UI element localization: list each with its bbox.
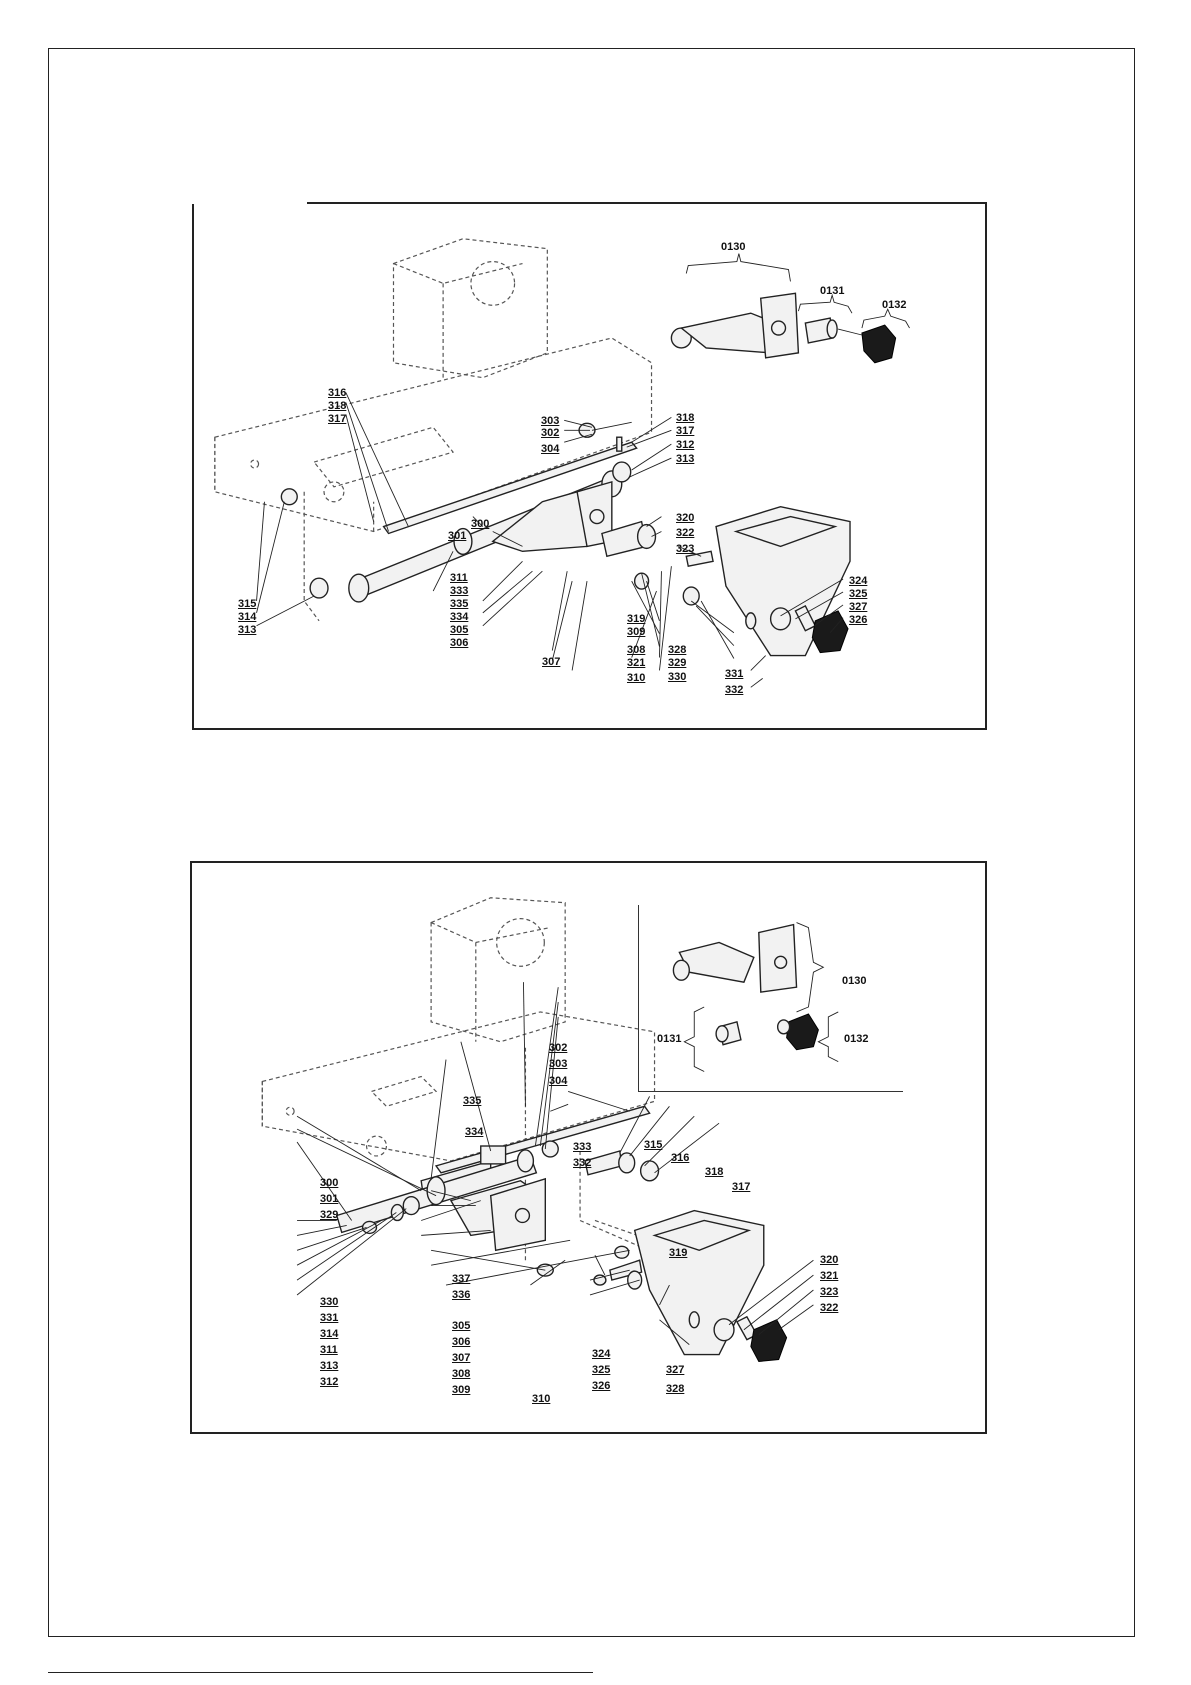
guide-bar-shape bbox=[382, 441, 638, 535]
part-label-306: 306 bbox=[452, 1336, 471, 1348]
tool-rest-shape bbox=[633, 1209, 765, 1356]
part-label-315: 315 bbox=[644, 1139, 663, 1151]
part-label-317: 317 bbox=[732, 1181, 751, 1193]
part-label-300: 300 bbox=[320, 1177, 339, 1189]
headstock-outline bbox=[392, 238, 548, 379]
part-label-307: 307 bbox=[542, 656, 561, 668]
page-frame bbox=[48, 48, 1135, 1637]
part-label-303: 303 bbox=[549, 1058, 568, 1070]
exploded-view-bottom-drawing bbox=[261, 897, 839, 1363]
part-label-305: 305 bbox=[452, 1320, 471, 1332]
part-label-317: 317 bbox=[328, 413, 347, 425]
part-label-332: 332 bbox=[725, 684, 744, 696]
assembly-label-0132: 0132 bbox=[844, 1033, 869, 1045]
part-label-316: 316 bbox=[328, 387, 347, 399]
part-label-304: 304 bbox=[549, 1075, 568, 1087]
part-label-315: 315 bbox=[238, 598, 257, 610]
part-label-328: 328 bbox=[668, 644, 687, 656]
part-label-318: 318 bbox=[705, 1166, 724, 1178]
part-label-301: 301 bbox=[448, 530, 467, 542]
part-label-327: 327 bbox=[666, 1364, 685, 1376]
part-label-323: 323 bbox=[676, 543, 695, 555]
inset-knob-shape bbox=[861, 324, 897, 364]
part-label-307: 307 bbox=[452, 1352, 471, 1364]
part-label-332: 332 bbox=[573, 1157, 592, 1169]
part-label-325: 325 bbox=[592, 1364, 611, 1376]
part-label-314: 314 bbox=[320, 1328, 339, 1340]
part-label-312: 312 bbox=[320, 1376, 339, 1388]
part-label-337: 337 bbox=[452, 1273, 471, 1285]
exploded-view-bottom-panel: 0130 0131 0132 302 303 304 335 334 333 3… bbox=[190, 861, 987, 1434]
part-label-320: 320 bbox=[676, 512, 695, 524]
part-label-319: 319 bbox=[669, 1247, 688, 1259]
inset-assembly-frame bbox=[638, 905, 903, 1092]
part-label-311: 311 bbox=[450, 572, 468, 584]
assembly-label-0131: 0131 bbox=[820, 285, 845, 297]
part-label-335: 335 bbox=[463, 1095, 482, 1107]
part-label-324: 324 bbox=[849, 575, 868, 587]
headstock-outline bbox=[430, 897, 566, 1043]
machine-base-outline bbox=[261, 1011, 656, 1162]
footer-rule bbox=[48, 1672, 593, 1673]
part-label-330: 330 bbox=[668, 671, 687, 683]
part-label-321: 321 bbox=[627, 657, 646, 669]
exploded-view-top-panel: 0130 0131 0132 316 318 317 303 302 304 3… bbox=[192, 202, 987, 730]
part-label-308: 308 bbox=[627, 644, 646, 656]
part-label-311: 311 bbox=[320, 1344, 338, 1356]
part-label-302: 302 bbox=[549, 1042, 568, 1054]
part-label-316: 316 bbox=[671, 1152, 690, 1164]
part-label-326: 326 bbox=[592, 1380, 611, 1392]
part-label-303: 303 bbox=[541, 415, 560, 427]
part-label-322: 322 bbox=[676, 527, 695, 539]
part-label-327: 327 bbox=[849, 601, 868, 613]
part-label-318-right: 318 bbox=[676, 412, 695, 424]
part-label-317-right: 317 bbox=[676, 425, 695, 437]
assembly-label-0130: 0130 bbox=[721, 241, 746, 253]
part-label-313: 313 bbox=[320, 1360, 339, 1372]
assembly-label-0130: 0130 bbox=[842, 975, 867, 987]
panel-tab-notch bbox=[192, 200, 307, 204]
part-label-310: 310 bbox=[627, 672, 646, 684]
part-label-328: 328 bbox=[666, 1383, 685, 1395]
part-label-322: 322 bbox=[820, 1302, 839, 1314]
assembly-label-0132: 0132 bbox=[882, 299, 907, 311]
part-label-305: 305 bbox=[450, 624, 469, 636]
assembly-label-0131: 0131 bbox=[657, 1033, 682, 1045]
part-label-304: 304 bbox=[541, 443, 560, 455]
part-label-302: 302 bbox=[541, 427, 560, 439]
part-label-314: 314 bbox=[238, 611, 257, 623]
part-label-334: 334 bbox=[450, 611, 469, 623]
part-label-301: 301 bbox=[320, 1193, 339, 1205]
part-label-326: 326 bbox=[849, 614, 868, 626]
part-label-318: 318 bbox=[328, 400, 347, 412]
part-label-325: 325 bbox=[849, 588, 868, 600]
part-label-333: 333 bbox=[573, 1141, 592, 1153]
part-label-319: 319 bbox=[627, 613, 646, 625]
part-label-323: 323 bbox=[820, 1286, 839, 1298]
inset-knob-shape bbox=[786, 1013, 819, 1051]
exploded-view-top-drawing bbox=[214, 238, 910, 688]
part-label-309: 309 bbox=[452, 1384, 471, 1396]
part-label-335: 335 bbox=[450, 598, 469, 610]
inset-tool-rest-assembly-shape bbox=[679, 312, 777, 354]
part-label-329: 329 bbox=[668, 657, 687, 669]
part-label-324: 324 bbox=[592, 1348, 611, 1360]
part-label-300: 300 bbox=[471, 518, 490, 530]
part-label-334: 334 bbox=[465, 1126, 484, 1138]
part-label-309: 309 bbox=[627, 626, 646, 638]
part-label-308: 308 bbox=[452, 1368, 471, 1380]
part-label-320: 320 bbox=[820, 1254, 839, 1266]
part-label-321: 321 bbox=[820, 1270, 839, 1282]
part-label-336: 336 bbox=[452, 1289, 471, 1301]
part-label-331: 331 bbox=[320, 1312, 339, 1324]
part-label-330: 330 bbox=[320, 1296, 339, 1308]
part-label-333: 333 bbox=[450, 585, 469, 597]
part-label-306: 306 bbox=[450, 637, 469, 649]
part-label-313-left: 313 bbox=[238, 624, 257, 636]
part-label-331: 331 bbox=[725, 668, 744, 680]
part-label-312: 312 bbox=[676, 439, 695, 451]
part-label-310: 310 bbox=[532, 1393, 551, 1405]
part-label-313: 313 bbox=[676, 453, 695, 465]
part-label-329: 329 bbox=[320, 1209, 339, 1221]
